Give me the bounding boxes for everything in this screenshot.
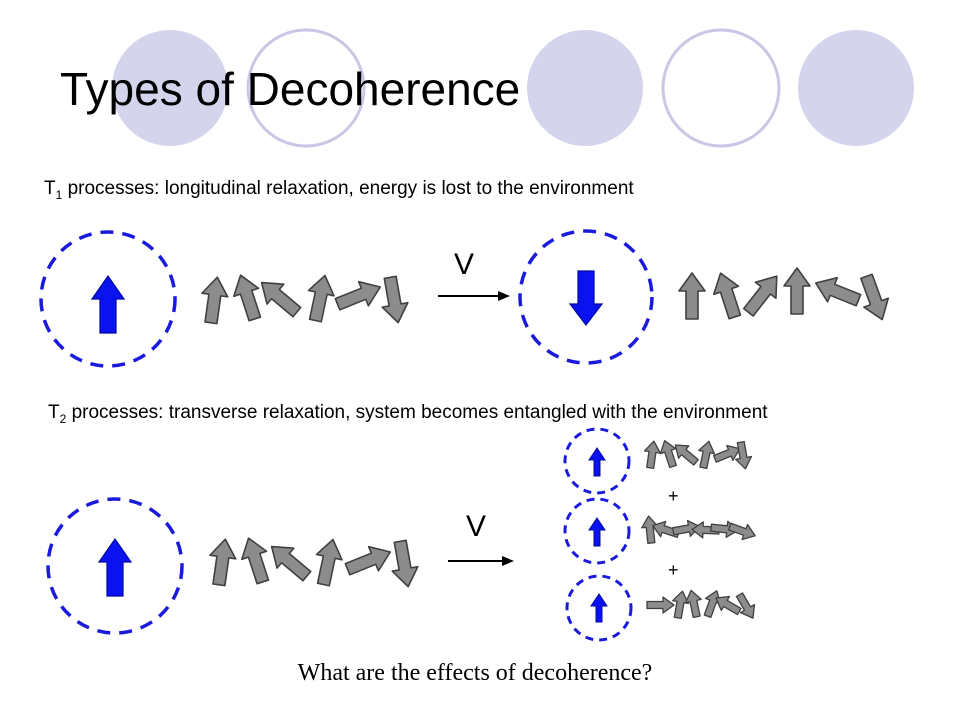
qubit-spin-up-arrow	[90, 274, 126, 334]
t1-symbol: T	[44, 178, 56, 199]
superposition-plus: +	[668, 486, 679, 506]
qubit-circle	[39, 230, 177, 368]
qubit-spin-up-arrow	[97, 537, 133, 597]
qubit-circle	[563, 497, 631, 565]
qubit-circle	[518, 229, 654, 365]
qubit-circle	[563, 427, 631, 495]
t2-initial-qubit	[46, 497, 184, 635]
slide-title: Types of Decoherence	[60, 63, 521, 115]
decorative-circles	[112, 28, 914, 148]
superposition-plus: +	[668, 560, 679, 580]
branch-2-environment	[639, 514, 759, 545]
t1-environment-before	[197, 270, 412, 326]
deco-circle-outline	[661, 28, 781, 148]
deco-circle-filled	[112, 30, 228, 146]
t2-subscript: 2	[59, 411, 67, 426]
qubit-spin-up-arrow	[588, 517, 606, 547]
qubit-circle	[46, 497, 184, 635]
t2-branch-1	[563, 427, 754, 495]
t1-description: T1 processes: longitudinal relaxation, e…	[44, 176, 634, 208]
t1-text: processes: longitudinal relaxation, ener…	[62, 178, 634, 199]
closing-question-text: What are the effects of decoherence?	[297, 660, 653, 686]
t1-interaction-label: V	[454, 248, 475, 281]
deco-circle-filled	[798, 30, 914, 146]
deco-circle-outline	[246, 28, 366, 148]
t2-symbol: T	[48, 402, 60, 423]
t1-interaction-arrow	[438, 291, 510, 301]
qubit-spin-up-arrow	[590, 593, 608, 623]
branch-1-environment	[641, 437, 754, 471]
deco-circle-filled	[527, 30, 643, 146]
t1-initial-qubit	[39, 230, 177, 368]
t2-interaction-arrow	[448, 556, 514, 566]
t2-branch-2	[563, 497, 759, 565]
t2-text: processes: transverse relaxation, system…	[66, 402, 768, 423]
qubit-spin-up-arrow	[588, 447, 606, 477]
branch-3-environment	[646, 587, 761, 623]
t2-branch-3	[565, 574, 761, 642]
qubit-circle	[565, 574, 633, 642]
t1-environment-after	[678, 267, 896, 325]
t1-final-qubit	[518, 229, 654, 365]
closing-question: What are the effects of decoherence?	[0, 660, 960, 687]
t2-interaction-label: V	[466, 510, 487, 543]
t1-subscript: 1	[55, 187, 63, 202]
qubit-spin-down-arrow	[568, 270, 604, 326]
t2-description: T2 processes: transverse relaxation, sys…	[48, 400, 878, 432]
t2-environment-before	[205, 533, 422, 590]
